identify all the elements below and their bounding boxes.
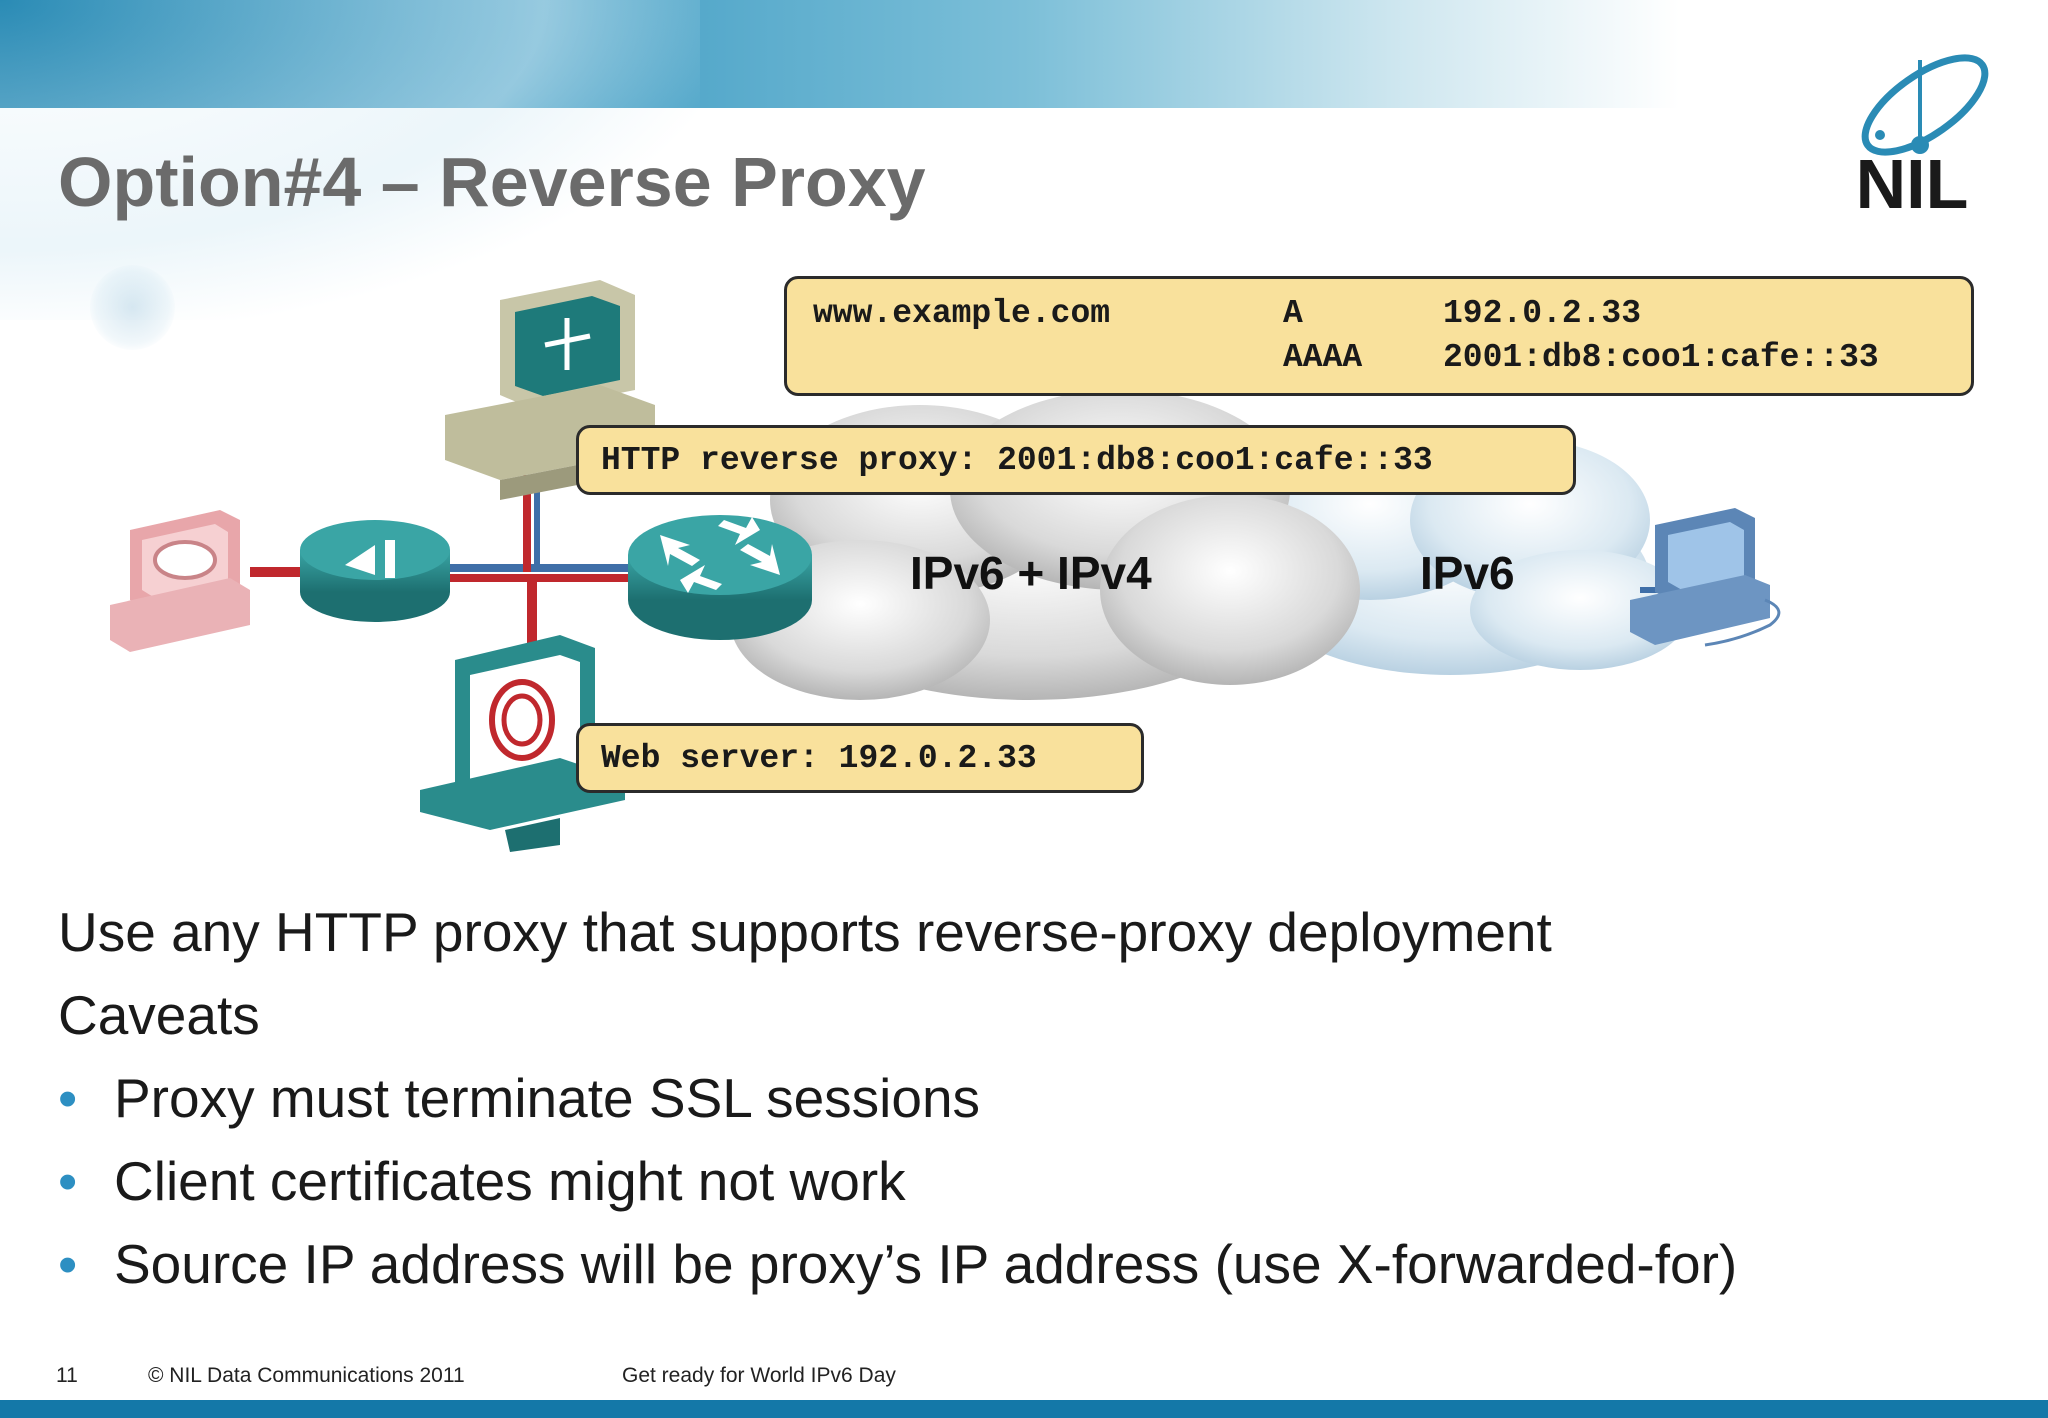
ipv4-client-pc-icon	[110, 510, 250, 652]
page-number: 11	[56, 1364, 78, 1387]
dns-record-type: AAAA	[1283, 339, 1363, 376]
dns-record-address: 2001:db8:coo1:cafe::33	[1443, 339, 1879, 376]
ipv6-network-label: IPv6	[1420, 547, 1515, 599]
web-server-label: Web server: 192.0.2.33	[601, 740, 1037, 777]
dns-record-type: A	[1283, 295, 1303, 332]
firewall-icon	[300, 520, 450, 622]
bullet-glyph: •	[58, 1233, 78, 1295]
bullet-glyph: •	[58, 1067, 78, 1129]
banner-decoration	[0, 0, 700, 320]
web-server-icon	[420, 635, 625, 852]
bullet-text: Source IP address will be proxy’s IP add…	[114, 1233, 1738, 1295]
copyright: © NIL Data Communications 2011	[148, 1364, 465, 1387]
nil-logo: NIL	[1856, 54, 1989, 220]
dns-host: www.example.com	[813, 295, 1111, 332]
footer-bar	[0, 1400, 2048, 1418]
dns-record-address: 192.0.2.33	[1443, 295, 1642, 332]
decorative-orb	[90, 265, 175, 350]
reverse-proxy-callout: HTTP reverse proxy: 2001:db8:coo1:cafe::…	[576, 425, 1576, 495]
body-line: Caveats	[58, 984, 260, 1046]
slide-title: Option#4 – Reverse Proxy	[58, 143, 926, 221]
dual-stack-network-label: IPv6 + IPv4	[910, 547, 1152, 599]
bullet-text: Proxy must terminate SSL sessions	[114, 1067, 981, 1129]
logo-text: NIL	[1856, 145, 1969, 220]
body-line: Use any HTTP proxy that supports reverse…	[58, 901, 1552, 963]
bullet-text: Client certificates might not work	[114, 1150, 906, 1212]
dns-record-callout: www.example.com A 192.0.2.33 AAAA 2001:d…	[784, 276, 1974, 396]
ipv6-client-pc-icon	[1630, 508, 1781, 647]
reverse-proxy-server-icon	[445, 280, 655, 500]
web-server-callout: Web server: 192.0.2.33	[576, 723, 1144, 793]
reverse-proxy-label: HTTP reverse proxy: 2001:db8:coo1:cafe::…	[601, 442, 1433, 479]
router-icon	[628, 515, 812, 640]
bullet-glyph: •	[58, 1150, 78, 1212]
footer-tagline: Get ready for World IPv6 Day	[622, 1364, 896, 1387]
